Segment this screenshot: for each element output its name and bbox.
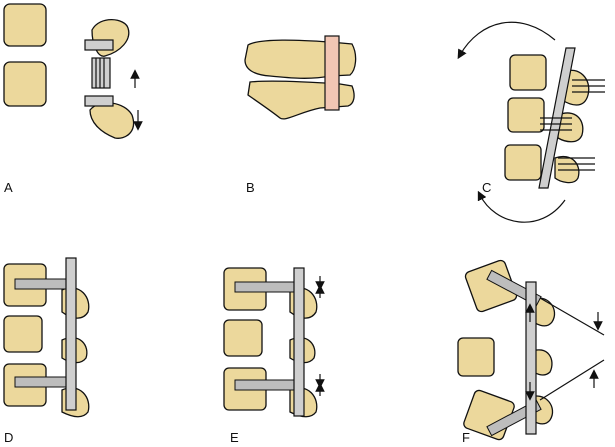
panel-e-drawing (223, 267, 325, 418)
panel-label-c: C (482, 180, 492, 195)
panel-label-d: D (4, 430, 14, 445)
panel-label-b: B (246, 180, 255, 195)
panel-c-drawing (457, 21, 605, 223)
panel-label-a: A (4, 180, 13, 195)
panel-d-drawing (3, 257, 90, 418)
panel-a-drawing (3, 3, 143, 139)
panel-f-drawing (457, 259, 605, 441)
panel-label-f: F (462, 430, 470, 445)
panel-label-e: E (230, 430, 239, 445)
panel-b-drawing (244, 35, 357, 120)
